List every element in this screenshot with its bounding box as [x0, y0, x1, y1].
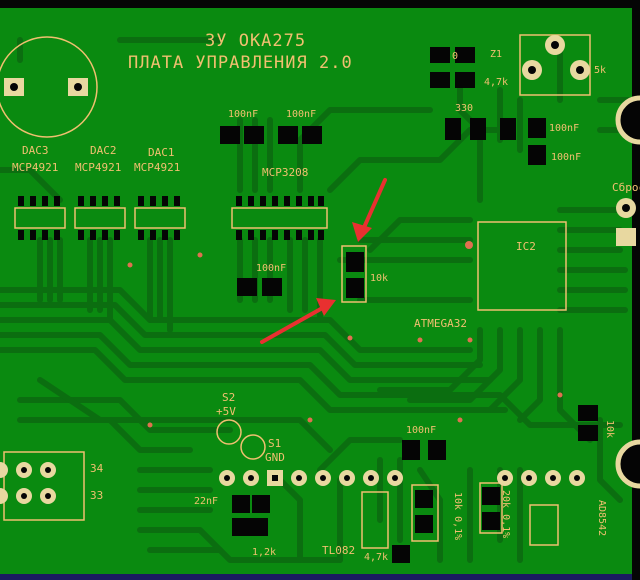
- label-s2: S2: [222, 391, 236, 404]
- label-cap-100nf-5: 100nF: [551, 152, 582, 163]
- label-mcp3208: MCP3208: [262, 166, 309, 179]
- annotation-arrows: [260, 178, 387, 344]
- label-cap-100nf-1: 100nF: [228, 109, 259, 120]
- label-resistor-10k-precision: 10k 0,1%: [452, 492, 463, 541]
- label-atmega32: ATMEGA32: [414, 317, 467, 330]
- label-dac3: DAC3: [22, 144, 49, 157]
- label-pin-33: 33: [90, 489, 104, 502]
- label-resistor-1-2k: 1,2k: [252, 547, 277, 558]
- board-title-line2: ПЛАТА УПРАВЛЕНИЯ 2.0: [128, 53, 353, 73]
- label-ad8542: AD8542: [596, 500, 607, 537]
- label-cap-22nf: 22nF: [194, 496, 219, 507]
- label-tl082: TL082: [322, 544, 356, 557]
- label-cap-100nf-2: 100nF: [286, 109, 317, 120]
- label-resistor-10k: 10k: [370, 273, 389, 284]
- label-z1: Z1: [490, 49, 503, 60]
- label-s1: S1: [268, 437, 282, 450]
- label-cap-100nf-4: 100nF: [549, 123, 580, 134]
- label-dac2: DAC2: [90, 144, 117, 157]
- label-cap-100nf-6: 100nF: [406, 425, 437, 436]
- label-resistor-4-7k-bottom: 4,7k: [364, 552, 389, 563]
- label-gnd: GND: [265, 451, 285, 464]
- label-mcp4921-c: MCP4921: [134, 161, 181, 174]
- label-dac1: DAC1: [148, 146, 175, 159]
- label-plus5v: +5V: [216, 405, 236, 418]
- label-mcp4921-b: MCP4921: [75, 161, 122, 174]
- label-ic2: IC2: [516, 240, 536, 253]
- label-resistor-4-7k-top: 4,7k: [484, 77, 509, 88]
- label-mcp4921-a: MCP4921: [12, 161, 59, 174]
- label-reset: Сброс: [612, 181, 640, 194]
- label-resistor-0: 0: [452, 51, 459, 62]
- board-title-line1: ЗУ ОКА275: [205, 31, 307, 51]
- label-resistor-20k-precision: 20k 0,1%: [500, 490, 511, 539]
- label-pot-5k: 5k: [594, 65, 607, 76]
- label-cap-100nf-3: 100nF: [256, 263, 287, 274]
- label-resistor-330: 330: [455, 103, 474, 114]
- label-resistor-10k-right: 10k: [604, 420, 615, 439]
- label-pin-34: 34: [90, 462, 104, 475]
